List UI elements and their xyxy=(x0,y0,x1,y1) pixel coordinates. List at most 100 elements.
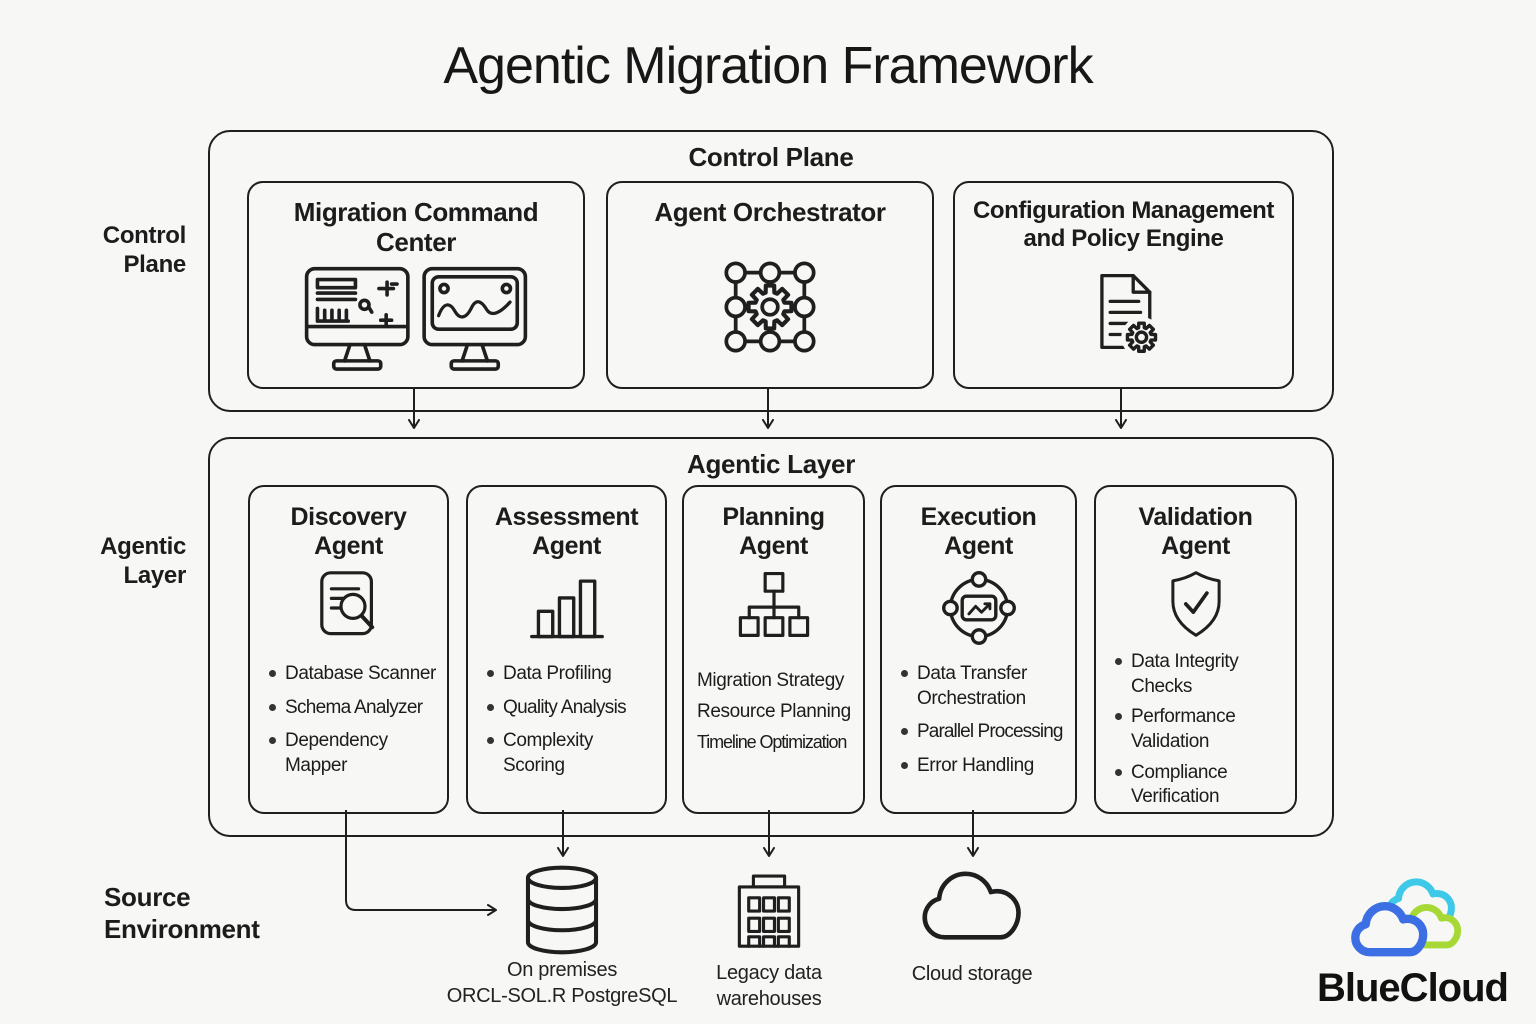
list-item: Data Transfer Orchestration xyxy=(901,662,1067,711)
list-item-label: Compliance Verification xyxy=(1131,761,1228,808)
card-agent-orchestrator: Agent Orchestrator xyxy=(606,181,934,389)
bullet-dot xyxy=(269,670,276,677)
card-discovery-agent: Discovery Agent Database Scanner Schema … xyxy=(248,485,449,814)
bullet-dot xyxy=(901,762,908,770)
cloud-storage-label: Cloud storage xyxy=(886,961,1058,987)
icon-zone xyxy=(882,560,1075,656)
list-item-label: Resource Planning xyxy=(697,700,851,722)
label-line: ORCL-SOL.R PostgreSQL xyxy=(446,985,678,1007)
list-item-label: Parallel Processing xyxy=(917,721,1063,743)
list-item: Database Scanner xyxy=(269,662,439,687)
list-item: Data Profiling xyxy=(487,662,657,687)
icon-zone xyxy=(249,257,583,387)
bluecloud-logo-text: BlueCloud xyxy=(1317,966,1509,1010)
node-grid-gear-icon xyxy=(724,261,816,353)
bullet-dot xyxy=(901,728,908,736)
agent-title: Validation Agent xyxy=(1138,503,1253,560)
bullet-dot xyxy=(487,703,494,711)
icon-zone xyxy=(608,227,932,387)
agent-title: Execution Agent xyxy=(920,503,1037,560)
card-execution-agent: Execution Agent Data Transfer Orchestrat… xyxy=(880,485,1077,814)
side-label-line: Control xyxy=(102,222,187,249)
card-title: Configuration Management and Policy Engi… xyxy=(972,197,1275,252)
list-item: Performance Validation xyxy=(1115,705,1287,754)
database-icon xyxy=(519,864,605,956)
card-migration-command-center: Migration Command Center xyxy=(247,181,585,389)
label-line: warehouses xyxy=(716,988,822,1010)
side-label-control-plane: Control Plane xyxy=(40,221,187,280)
agent-capabilities: Data Profiling Quality Analysis Complexi… xyxy=(468,656,665,798)
side-label-source-environment: Source Environment xyxy=(104,882,260,945)
database-label: On premises ORCL-SOL.R PostgreSQL xyxy=(427,957,697,1009)
list-item-label: Complexity Scoring xyxy=(503,730,593,777)
card-configuration-management-policy-engine: Configuration Management and Policy Engi… xyxy=(953,181,1294,389)
icon-zone xyxy=(955,253,1292,387)
card-planning-agent: Planning Agent Migration Strategy Resour… xyxy=(682,485,865,814)
agent-capabilities: Database Scanner Schema Analyzer Depende… xyxy=(250,656,447,798)
card-validation-agent: Validation Agent Data Integrity Checks P… xyxy=(1094,485,1297,814)
data-transfer-orbit-icon xyxy=(941,571,1016,645)
icon-zone xyxy=(1096,560,1295,648)
list-item-label: Data Transfer Orchestration xyxy=(917,663,1027,709)
bullet-dot xyxy=(487,737,494,745)
control-plane-box: Control Plane Migration Command Center xyxy=(208,130,1334,412)
list-item: Dependency Mapper xyxy=(269,729,439,778)
side-label-line: Agentic xyxy=(100,533,186,560)
bullet-dot xyxy=(1115,713,1122,721)
side-label-line: Plane xyxy=(123,251,186,279)
list-item-label: Data Profiling xyxy=(503,663,612,684)
side-label-line: Layer xyxy=(123,562,186,590)
list-item-label: Database Scanner xyxy=(285,663,436,684)
agentic-layer-box: Agentic Layer Discovery Agent Database S… xyxy=(208,437,1334,837)
agent-capabilities: Data Integrity Checks Performance Valida… xyxy=(1096,648,1295,826)
agentic-layer-heading: Agentic Layer xyxy=(686,449,856,479)
list-item-label: Data Integrity Checks xyxy=(1131,651,1239,697)
list-item-label: Performance Validation xyxy=(1131,706,1236,753)
side-label-agentic-layer: Agentic Layer xyxy=(40,532,186,591)
bullet-dot xyxy=(269,737,276,745)
hierarchy-icon xyxy=(738,571,809,637)
bullet-dot xyxy=(901,670,908,677)
shield-check-icon xyxy=(1170,571,1221,637)
card-assessment-agent: Assessment Agent Data Profiling Quality … xyxy=(466,485,667,814)
bullet-dot xyxy=(269,703,276,711)
list-item-label: Quality Analysis xyxy=(503,696,627,718)
card-title: Agent Orchestrator xyxy=(654,197,886,227)
side-label-line: Environment xyxy=(104,913,260,944)
list-item-label: Timeline Optimization xyxy=(697,731,847,752)
list-item: Parallel Processing xyxy=(901,720,1067,745)
agent-title: Discovery Agent xyxy=(290,503,407,560)
icon-zone xyxy=(468,560,665,656)
icon-zone xyxy=(684,560,863,656)
list-item-label: Error Handling xyxy=(917,755,1034,777)
building-icon xyxy=(730,866,808,950)
list-item-label: Dependency Mapper xyxy=(285,730,388,777)
bar-chart-icon xyxy=(529,579,604,639)
list-item: Schema Analyzer xyxy=(269,696,439,721)
document-magnifier-icon xyxy=(319,571,374,636)
card-title: Migration Command Center xyxy=(293,197,539,258)
agent-title: Assessment Agent xyxy=(494,503,639,560)
policy-document-gear-icon xyxy=(1099,273,1162,358)
list-item: Error Handling xyxy=(901,754,1067,779)
list-item-label: Schema Analyzer xyxy=(285,696,423,718)
bullet-dot xyxy=(487,670,494,677)
list-item: Complexity Scoring xyxy=(487,729,657,778)
bullet-dot xyxy=(1115,768,1122,776)
page-title: Agentic Migration Framework xyxy=(443,37,1093,95)
agent-capabilities: Data Transfer Orchestration Parallel Pro… xyxy=(882,656,1075,798)
agent-capabilities: Migration Strategy Resource Planning Tim… xyxy=(684,656,863,767)
list-item: Data Integrity Checks xyxy=(1115,650,1287,699)
label-line: Legacy data xyxy=(716,962,822,984)
dual-monitor-dashboard-icon xyxy=(304,267,528,371)
building-label: Legacy data warehouses xyxy=(683,960,855,1012)
label-line: Cloud storage xyxy=(911,963,1033,985)
side-label-line: Source xyxy=(104,882,191,912)
arrow-discovery-to-database xyxy=(345,810,497,916)
label-line: On premises xyxy=(506,959,618,981)
bullet-dot xyxy=(1115,658,1122,665)
list-item-label: Migration Strategy xyxy=(697,670,844,691)
control-plane-heading: Control Plane xyxy=(688,142,854,172)
